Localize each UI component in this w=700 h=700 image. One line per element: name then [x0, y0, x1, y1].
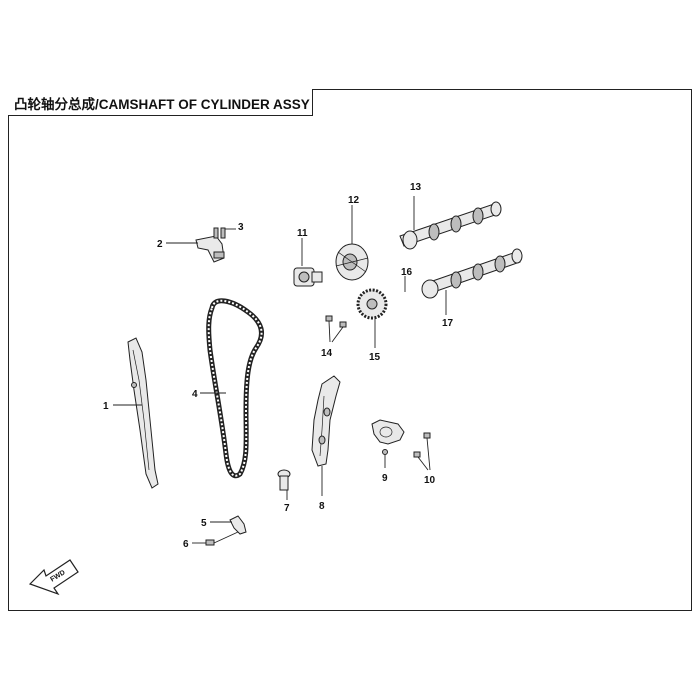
- leader-10: [426, 437, 431, 471]
- part-5-guide-bracket: [229, 515, 247, 535]
- callout-16: 16: [401, 267, 413, 278]
- part-15-exhaust-sprocket: [356, 288, 388, 320]
- callout-17: 17: [442, 318, 454, 329]
- callout-2: 2: [157, 239, 163, 250]
- callout-3: 3: [238, 222, 244, 233]
- callout-13: 13: [410, 182, 422, 193]
- callout-12: 12: [348, 195, 360, 206]
- callout-5: 5: [201, 518, 207, 529]
- callout-11: 11: [297, 228, 308, 239]
- part-11-cam-bolt: [293, 267, 323, 287]
- part-7-bolt: [277, 469, 291, 491]
- leader-6b: [213, 531, 239, 544]
- part-12-vvt-sprocket: [335, 243, 369, 281]
- callout-6: 6: [183, 539, 189, 550]
- leader-10b: [417, 456, 429, 471]
- callout-1: 1: [103, 401, 109, 412]
- diagram-frame: [8, 89, 692, 611]
- callout-7: 7: [284, 503, 290, 514]
- callout-10: 10: [424, 475, 436, 486]
- callout-9: 9: [382, 473, 388, 484]
- part-9-cover: [371, 419, 405, 455]
- part-8-tensioner-guide: [311, 375, 341, 467]
- callout-4: 4: [192, 389, 198, 400]
- part-4-timing-chain: [206, 298, 265, 479]
- diagram-title: 凸轮轴分总成/CAMSHAFT OF CYLINDER ASSY: [14, 97, 310, 112]
- callout-15: 15: [369, 352, 381, 363]
- leader-14b: [331, 326, 344, 343]
- callout-8: 8: [319, 501, 325, 512]
- fwd-arrow-icon: FWD: [28, 559, 79, 596]
- part-1-chain-guide: [127, 337, 159, 489]
- leader-14: [328, 320, 331, 343]
- part-6-bolt: [205, 539, 215, 546]
- part-13-intake-camshaft: [399, 201, 502, 250]
- callout-14: 14: [321, 348, 333, 359]
- title-box: [8, 89, 313, 116]
- part-2-tensioner-bracket: [195, 227, 226, 263]
- part-17-exhaust-camshaft: [421, 248, 523, 299]
